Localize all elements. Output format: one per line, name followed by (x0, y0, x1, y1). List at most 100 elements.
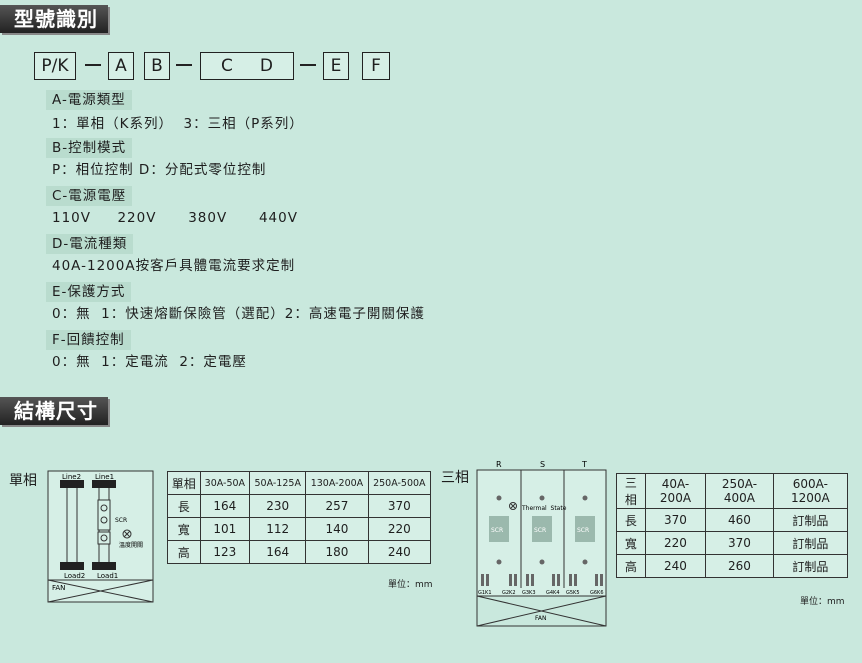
table-cell: 180 (305, 540, 369, 564)
terminal-icon (496, 559, 502, 565)
spec-line-b: P：相位控制 D：分配式零位控制 (52, 162, 267, 178)
table-header-cell: 130A-200A (305, 471, 369, 495)
table-cell: 訂制品 (772, 554, 849, 578)
thermal-switch-icon (509, 502, 517, 510)
table-cell: 123 (199, 540, 251, 564)
phase-label-s: S (540, 460, 545, 469)
code-box-pk: P/K (34, 52, 76, 80)
gate-label: G4K4 (546, 590, 560, 596)
spec-line-a: 1：單相（K系列） 3：三相（P系列） (52, 116, 304, 132)
table-row: 長 370 460 訂制品 (616, 508, 849, 532)
table-header-cell: 50A-125A (249, 471, 307, 495)
load2-label: Load2 (64, 572, 85, 580)
table-cell: 164 (249, 540, 307, 564)
code-dash (85, 64, 101, 66)
three-phase-table: 三相 40A-200A 250A-400A 600A-1200A 長 370 4… (616, 473, 849, 578)
table-cell: 164 (199, 494, 251, 518)
three-phase-diagram: R S T Thermal State SCR SCR SCR G1K1 G2K… (476, 460, 607, 627)
load1-label: Load1 (97, 572, 118, 580)
table-cell: 220 (644, 531, 707, 555)
table-cell: 370 (705, 531, 774, 555)
table-cell: 高 (167, 540, 201, 564)
table-cell: 長 (616, 508, 646, 532)
three-phase-label: 三相 (441, 470, 469, 486)
scr-label: SCR (491, 527, 503, 534)
spec-label-d: D-電流種類 (46, 234, 134, 254)
terminal-icon (582, 495, 588, 501)
table-row: 高 123 164 180 240 (167, 540, 432, 564)
terminal-icon (100, 534, 108, 542)
spec-label-a: A-電源類型 (46, 90, 132, 110)
table-row: 高 240 260 訂制品 (616, 554, 849, 578)
single-phase-unit: 單位：mm (388, 580, 433, 590)
scr-label: SCR (115, 517, 127, 524)
code-dash (176, 64, 192, 66)
table-cell: 寬 (167, 517, 201, 541)
table-header-cell: 250A-500A (367, 471, 432, 495)
table-cell: 訂制品 (772, 531, 849, 555)
code-box-e: E (323, 52, 349, 80)
gate-label: G3K3 (522, 590, 536, 596)
table-cell: 140 (305, 517, 369, 541)
table-cell: 370 (367, 494, 432, 518)
table-cell: 寬 (616, 531, 646, 555)
code-box-a: A (108, 52, 134, 80)
table-cell: 訂制品 (772, 508, 849, 532)
scr-label: SCR (577, 527, 589, 534)
spec-label-f: F-回饋控制 (46, 330, 131, 350)
spec-line-e: 0：無 1：快速熔斷保險管（選配）2：高速電子開關保護 (52, 306, 425, 322)
table-row: 寬 220 370 訂制品 (616, 531, 849, 555)
table-header-row: 三相 40A-200A 250A-400A 600A-1200A (616, 473, 849, 509)
gate-label: G1K1 (478, 590, 492, 596)
table-cell: 長 (167, 494, 201, 518)
table-cell: 260 (705, 554, 774, 578)
terminal-icon (100, 516, 108, 524)
line2-terminal (60, 480, 84, 488)
spec-label-c: C-電源電壓 (46, 186, 133, 206)
table-cell: 240 (367, 540, 432, 564)
table-cell: 101 (199, 517, 251, 541)
table-cell: 240 (644, 554, 707, 578)
gate-label: G5K5 (566, 590, 580, 596)
spec-line-c: 110V 220V 380V 440V (52, 210, 298, 226)
spec-label-b: B-控制模式 (46, 138, 133, 158)
table-header-cell: 40A-200A (644, 473, 707, 509)
table-header-cell: 250A-400A (705, 473, 774, 509)
section-title-model: 型號識別 (0, 5, 108, 33)
terminal-icon (539, 495, 545, 501)
table-cell: 230 (249, 494, 307, 518)
scr-label: SCR (534, 527, 546, 534)
thermal-label: 溫度開關 (119, 541, 143, 549)
phase-label-r: R (496, 460, 502, 469)
fan-label: FAN (52, 584, 65, 592)
terminal-icon (582, 559, 588, 565)
table-header-cell: 600A-1200A (772, 473, 849, 509)
fan-label: FAN (535, 615, 547, 622)
line2-label: Line2 (62, 473, 81, 481)
code-box-cd: C D (200, 52, 294, 80)
spec-line-f: 0：無 1：定電流 2：定電壓 (52, 354, 247, 370)
table-cell: 112 (249, 517, 307, 541)
code-box-f: F (362, 52, 390, 80)
terminal-icon (539, 559, 545, 565)
single-phase-label: 單相 (9, 473, 37, 489)
table-cell: 460 (705, 508, 774, 532)
table-cell: 257 (305, 494, 369, 518)
table-header-cell: 單相 (167, 471, 201, 495)
code-dash (300, 64, 316, 66)
table-cell: 220 (367, 517, 432, 541)
single-phase-table: 單相 30A-50A 50A-125A 130A-200A 250A-500A … (167, 471, 432, 564)
table-cell: 370 (644, 508, 707, 532)
table-row: 長 164 230 257 370 (167, 494, 432, 518)
table-header-cell: 30A-50A (199, 471, 251, 495)
phase-label-t: T (581, 460, 587, 469)
load1-terminal (92, 562, 116, 570)
three-phase-unit: 單位：mm (800, 597, 845, 607)
fan-box (47, 579, 154, 603)
gate-label: G6K6 (590, 590, 604, 596)
line1-label: Line1 (95, 473, 114, 481)
thermal-switch-icon (122, 529, 132, 539)
terminal-icon (496, 495, 502, 501)
table-header-cell: 三相 (616, 473, 646, 509)
code-box-b: B (144, 52, 170, 80)
